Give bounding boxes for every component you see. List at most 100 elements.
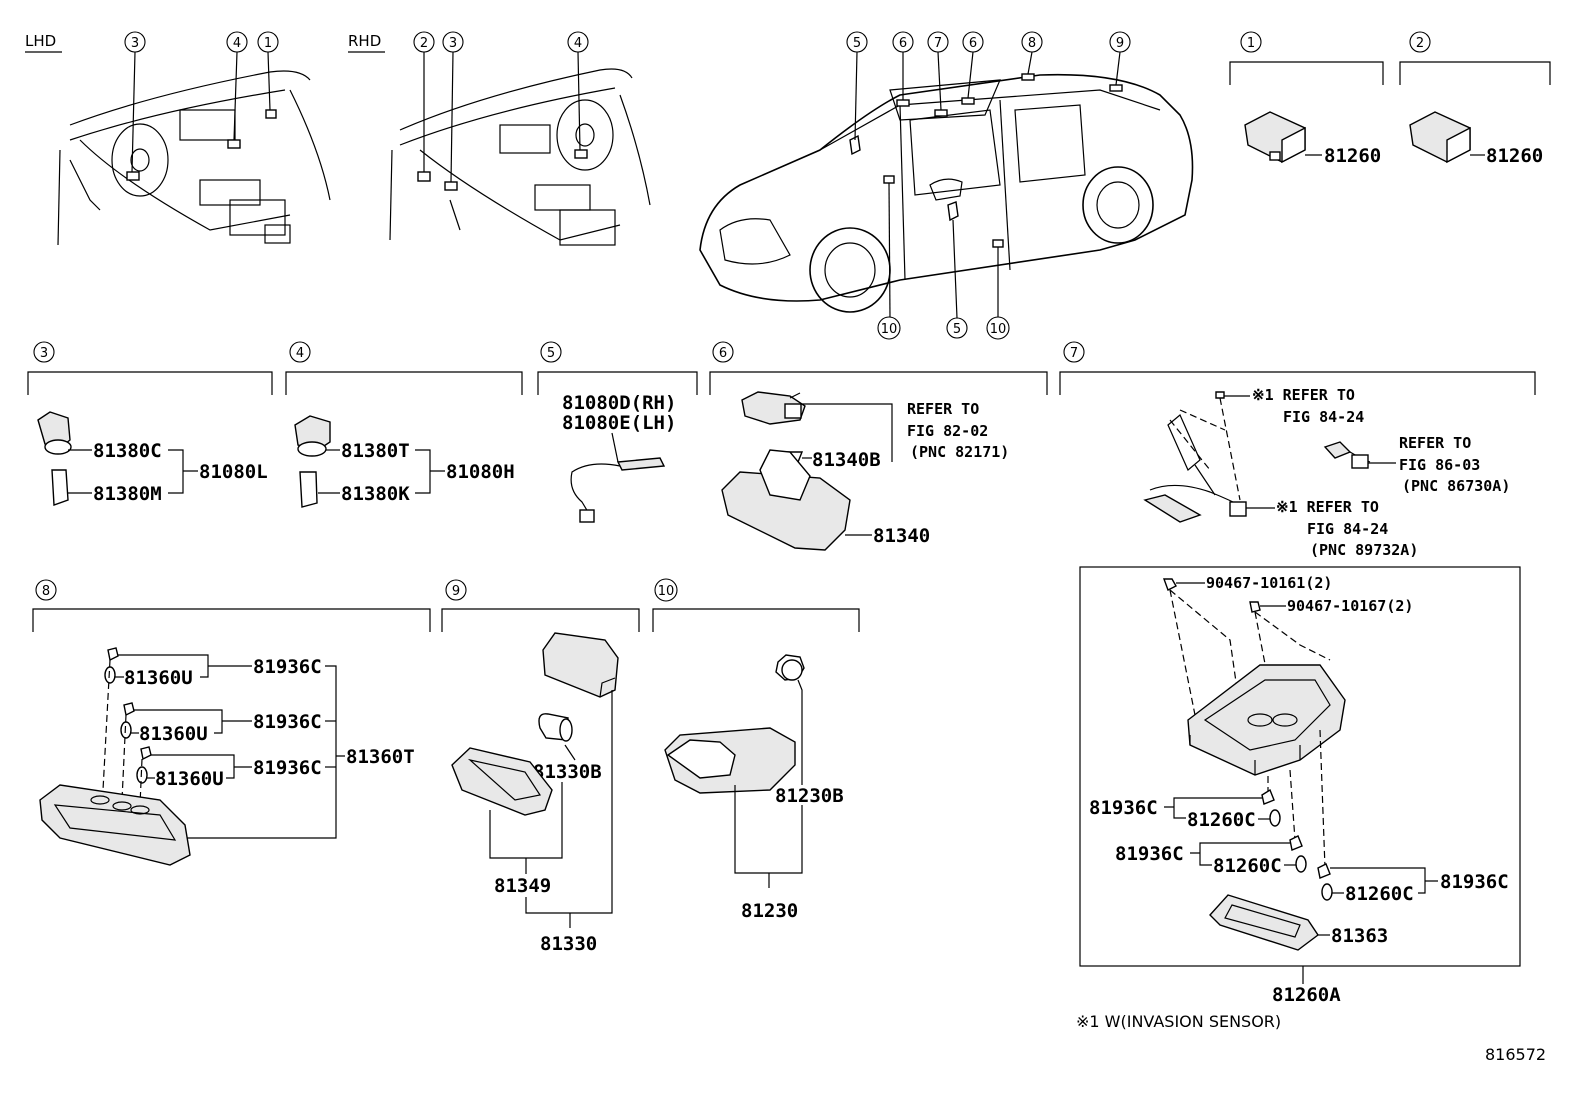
section-9: 81330B 81349 81330 [441, 608, 640, 955]
callout-3: 3 [33, 341, 55, 363]
label-81230B: 81230B [775, 785, 844, 807]
callout-number: 4 [574, 36, 582, 51]
callout-circle [846, 31, 868, 53]
callout-7: 7 [927, 31, 949, 53]
ref7a-line1: ※1 REFER TO [1252, 386, 1355, 404]
callout-circle [877, 316, 901, 340]
label-81260C-3: 81260C [1345, 883, 1414, 905]
callout-circle [962, 31, 984, 53]
callout-circle [442, 31, 464, 53]
callout-circle [1109, 31, 1131, 53]
callout-circle [1063, 341, 1085, 363]
footnote-invasion-sensor: ※1 W(INVASION SENSOR) [1076, 1012, 1281, 1031]
callout-7: 7 [1063, 341, 1085, 363]
callout-number: 6 [969, 36, 977, 51]
label-81936C-3: 81936C [253, 757, 322, 779]
ref6-line2: FIG 82-02 [907, 422, 988, 440]
callout-number: 3 [131, 36, 139, 51]
callout-circle [927, 31, 949, 53]
callout-circle [33, 341, 55, 363]
callout-5: 5 [540, 341, 562, 363]
callout-10: 10 [877, 316, 901, 340]
callout-number: 3 [40, 346, 48, 361]
callout-number: 5 [547, 346, 555, 361]
lhd-heading: LHD [25, 32, 56, 50]
label-81080H: 81080H [446, 461, 515, 483]
callout-number: 10 [881, 322, 898, 337]
section-1: 81260 [1229, 61, 1384, 167]
callout-circle [986, 316, 1010, 340]
callout-number: 8 [1028, 36, 1036, 51]
callout-circle [124, 31, 146, 53]
callout-circle [1409, 31, 1431, 53]
section-2: 81260 [1399, 61, 1551, 167]
callout-1: 1 [257, 31, 279, 53]
callout-number: 9 [452, 584, 460, 599]
callout-number: 8 [42, 584, 50, 599]
label-81330: 81330 [540, 933, 597, 955]
callout-1: 1 [1240, 31, 1262, 53]
callout-8: 8 [35, 579, 57, 601]
label-81260-b: 81260 [1486, 145, 1543, 167]
callout-number: 10 [990, 322, 1007, 337]
callout-number: 1 [1247, 36, 1255, 51]
label-90467-10167: 90467-10167(2) [1287, 597, 1413, 615]
callout-number: 1 [264, 36, 272, 51]
ref7b-line1: REFER TO [1399, 434, 1471, 452]
section-6: 81340B 81340 REFER TO FIG 82-02 (PNC 821… [709, 371, 1048, 551]
callout-3: 3 [124, 31, 146, 53]
callout-circle [35, 579, 57, 601]
label-81080E: 81080E(LH) [562, 412, 676, 434]
callout-number: 2 [1416, 36, 1424, 51]
callout-number: 10 [658, 584, 675, 599]
callout-4: 4 [567, 31, 589, 53]
figure-number: 816572 [1485, 1045, 1546, 1064]
callout-circle [257, 31, 279, 53]
callout-6: 6 [892, 31, 914, 53]
label-81260C-1: 81260C [1187, 809, 1256, 831]
callout-number: 2 [420, 36, 428, 51]
callout-5: 5 [946, 317, 968, 339]
section-8: 81360U 81936C 81360U 81936C 81360U 81936… [32, 608, 431, 866]
label-81936C-2: 81936C [253, 711, 322, 733]
section-7: ※1 REFER TO FIG 84-24 ※1 REFER TO FIG 84… [1059, 371, 1536, 1006]
rhd-view: RHD [348, 32, 651, 246]
callout-circle [892, 31, 914, 53]
section-10: 81230B 81230 [652, 608, 860, 922]
label-81360U-1: 81360U [124, 667, 193, 689]
callout-circle [289, 341, 311, 363]
lhd-view: LHD [25, 32, 331, 246]
label-81080D: 81080D(RH) [562, 392, 676, 414]
ref7b-line2: FIG 86-03 [1399, 456, 1480, 474]
callout-circle [946, 317, 968, 339]
callout-6: 6 [962, 31, 984, 53]
label-81349: 81349 [494, 875, 551, 897]
callout-circle [712, 341, 734, 363]
label-81340B: 81340B [812, 449, 881, 471]
ref6-line3: (PNC 82171) [910, 443, 1009, 461]
callout-number: 4 [233, 36, 241, 51]
label-81230: 81230 [741, 900, 798, 922]
callout-3: 3 [442, 31, 464, 53]
callout-number: 7 [1070, 346, 1078, 361]
callout-number: 3 [449, 36, 457, 51]
label-81360T: 81360T [346, 746, 415, 768]
callout-5: 5 [846, 31, 868, 53]
ref7c-line1: ※1 REFER TO [1276, 498, 1379, 516]
callout-circle [567, 31, 589, 53]
section-5: 81080D(RH) 81080E(LH) [537, 371, 698, 523]
label-81360U-2: 81360U [139, 723, 208, 745]
ref7a-line2: FIG 84-24 [1283, 408, 1364, 426]
callout-9: 9 [445, 579, 467, 601]
callout-2: 2 [1409, 31, 1431, 53]
label-81260C-2: 81260C [1213, 855, 1282, 877]
rhd-heading: RHD [348, 32, 381, 50]
label-81936C-4: 81936C [1089, 797, 1158, 819]
callout-circle [445, 579, 467, 601]
ref6-line1: REFER TO [907, 400, 979, 418]
label-81363: 81363 [1331, 925, 1388, 947]
callout-6: 6 [712, 341, 734, 363]
